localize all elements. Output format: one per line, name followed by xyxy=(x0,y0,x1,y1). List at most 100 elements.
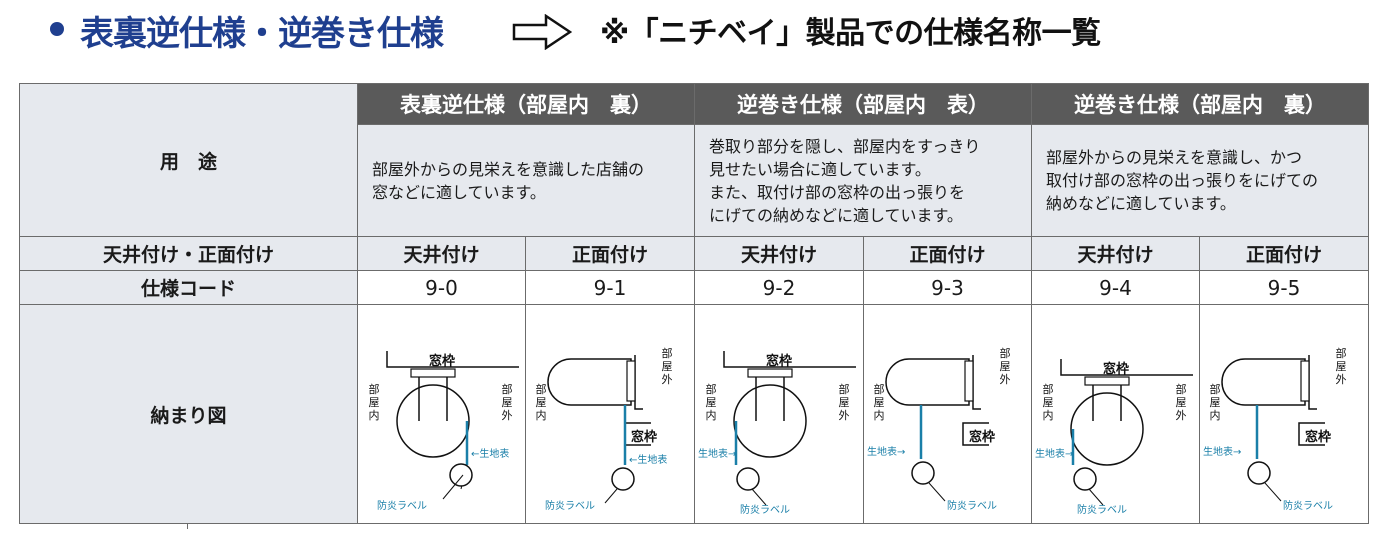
group-header-1: 表裏逆仕様（部屋内 裏） xyxy=(357,83,695,125)
inside-label: 部 xyxy=(706,382,717,396)
window-frame xyxy=(1059,359,1193,376)
inside-label: 部 xyxy=(536,382,547,396)
bullet-icon xyxy=(50,22,64,36)
diagram-label: 防炎ラベル xyxy=(947,499,997,512)
inside-label: 屋 xyxy=(873,396,884,409)
label-leader xyxy=(1088,488,1103,506)
diagram-label: ←生地表 xyxy=(629,453,667,466)
mount-cell: 天井付け xyxy=(1031,236,1200,271)
outside-label: 外 xyxy=(1336,373,1347,386)
inside-label: 部 xyxy=(1210,382,1221,396)
outside-label: 屋 xyxy=(662,360,673,373)
code-cell: 9-4 xyxy=(1031,270,1200,305)
use-line: にげての納めなどに適しています。 xyxy=(709,205,963,225)
row-label-code: 仕様コード xyxy=(19,270,358,305)
code-cell: 9-2 xyxy=(694,270,864,305)
outside-label: 屋 xyxy=(501,396,512,409)
inside-label: 内 xyxy=(873,408,884,422)
mount-cell: 正面付け xyxy=(1199,236,1369,271)
use-description-2: 巻取り部分を隠し、部屋内をすっきり 見せたい場合に適しています。 また、取付け部… xyxy=(694,124,1032,237)
roll-tube xyxy=(395,384,470,458)
window-frame xyxy=(961,422,989,446)
inside-label: 部 xyxy=(368,382,379,396)
inside-label: 屋 xyxy=(1210,396,1221,409)
inside-label: 屋 xyxy=(536,396,547,409)
spec-table: 用 途 表裏逆仕様（部屋内 裏） 逆巻き仕様（部屋内 表） 逆巻き仕様（部屋内 … xyxy=(19,83,1369,529)
diagram-cell: 窓枠部屋内部屋外生地表→防炎ラベル xyxy=(694,304,864,524)
outside-label: 屋 xyxy=(1175,396,1186,409)
outside-label: 屋 xyxy=(1336,360,1347,373)
group-header-3: 逆巻き仕様（部屋内 裏） xyxy=(1031,83,1369,125)
diagram-cell: 部屋外窓枠部屋内生地表→防炎ラベル xyxy=(863,304,1032,524)
diagram-label: 生地表→ xyxy=(1035,447,1073,460)
code-cell: 9-5 xyxy=(1199,270,1369,305)
inside-label: 内 xyxy=(368,408,379,422)
use-line: 見せたい場合に適しています。 xyxy=(709,159,931,179)
outside-label: 部 xyxy=(1175,382,1186,396)
page-title: 表裏逆仕様・逆巻き仕様 xyxy=(80,14,444,54)
bottom-weight xyxy=(611,467,635,491)
diagram-label: 窓枠 xyxy=(429,353,455,369)
diagram-label: 生地表→ xyxy=(867,445,905,458)
wall xyxy=(1308,355,1317,410)
right-arrow-icon xyxy=(512,14,572,50)
code-cell: 9-3 xyxy=(863,270,1032,305)
label-leader xyxy=(928,482,945,502)
wall xyxy=(634,355,643,410)
use-line: 巻取り部分を隠し、部屋内をすっきり xyxy=(709,136,981,156)
bottom-weight xyxy=(448,463,473,487)
row-label-diagram: 納まり図 xyxy=(19,304,358,529)
outside-label: 部 xyxy=(999,346,1010,360)
diagram-label: 窓枠 xyxy=(1305,429,1331,445)
code-cell: 9-0 xyxy=(357,270,526,305)
bottom-weight xyxy=(1247,461,1271,485)
diagram-cell: 窓枠部屋内部屋外生地表→防炎ラベル xyxy=(1031,304,1200,524)
row-label-mount: 天井付け・正面付け xyxy=(19,236,358,271)
inside-label: 内 xyxy=(1210,408,1221,422)
diagram-label: 防炎ラベル xyxy=(1283,499,1333,512)
divider-tick xyxy=(187,523,188,529)
roll-side xyxy=(1091,385,1122,421)
inside-label: 屋 xyxy=(706,396,717,409)
title-bar: 表裏逆仕様・逆巻き仕様 ※「ニチベイ」製品での仕様名称一覧 xyxy=(0,0,1386,70)
diagram-label: ←生地表 xyxy=(471,447,509,460)
bracket xyxy=(409,368,456,378)
inside-label: 内 xyxy=(1042,408,1053,422)
diagram-label: 生地表→ xyxy=(1203,445,1241,458)
bracket xyxy=(626,360,636,402)
diagram-label: 防炎ラベル xyxy=(1077,503,1127,516)
inside-label: 屋 xyxy=(368,396,379,409)
inside-label: 屋 xyxy=(1042,396,1053,409)
diagram-cell: 部屋外窓枠部屋内生地表→防炎ラベル xyxy=(1199,304,1369,524)
diagram-label: 窓枠 xyxy=(1103,361,1129,377)
label-leader xyxy=(751,488,767,506)
outside-label: 屋 xyxy=(839,396,850,409)
inside-label: 部 xyxy=(873,382,884,396)
mount-cell: 天井付け xyxy=(357,236,526,271)
use-line: 部屋外からの見栄えを意識し、かつ xyxy=(1046,148,1303,167)
roll-housing xyxy=(884,358,970,406)
roll-housing xyxy=(547,358,632,406)
diagram-label: 窓枠 xyxy=(969,429,995,445)
label-leader xyxy=(442,474,463,500)
window-frame xyxy=(385,351,519,368)
group-header-2: 逆巻き仕様（部屋内 表） xyxy=(694,83,1032,125)
use-line: 部屋外からの見栄えを意識した店舗の xyxy=(372,159,645,179)
roll-side xyxy=(417,377,448,421)
bracket xyxy=(963,360,974,402)
outside-label: 部 xyxy=(1336,346,1347,360)
code-cell: 9-1 xyxy=(525,270,695,305)
outside-label: 部 xyxy=(839,382,850,396)
use-line: 納めなどに適しています。 xyxy=(1046,194,1236,213)
use-line: 取付け部の窓枠の出っ張りをにげての xyxy=(1046,171,1319,190)
diagram-label: 窓枠 xyxy=(631,429,657,445)
outside-label: 外 xyxy=(1175,409,1186,422)
mount-cell: 正面付け xyxy=(525,236,695,271)
roll-housing xyxy=(1221,358,1306,406)
outside-label: 外 xyxy=(999,373,1010,386)
diagram-label: 窓枠 xyxy=(766,353,792,369)
